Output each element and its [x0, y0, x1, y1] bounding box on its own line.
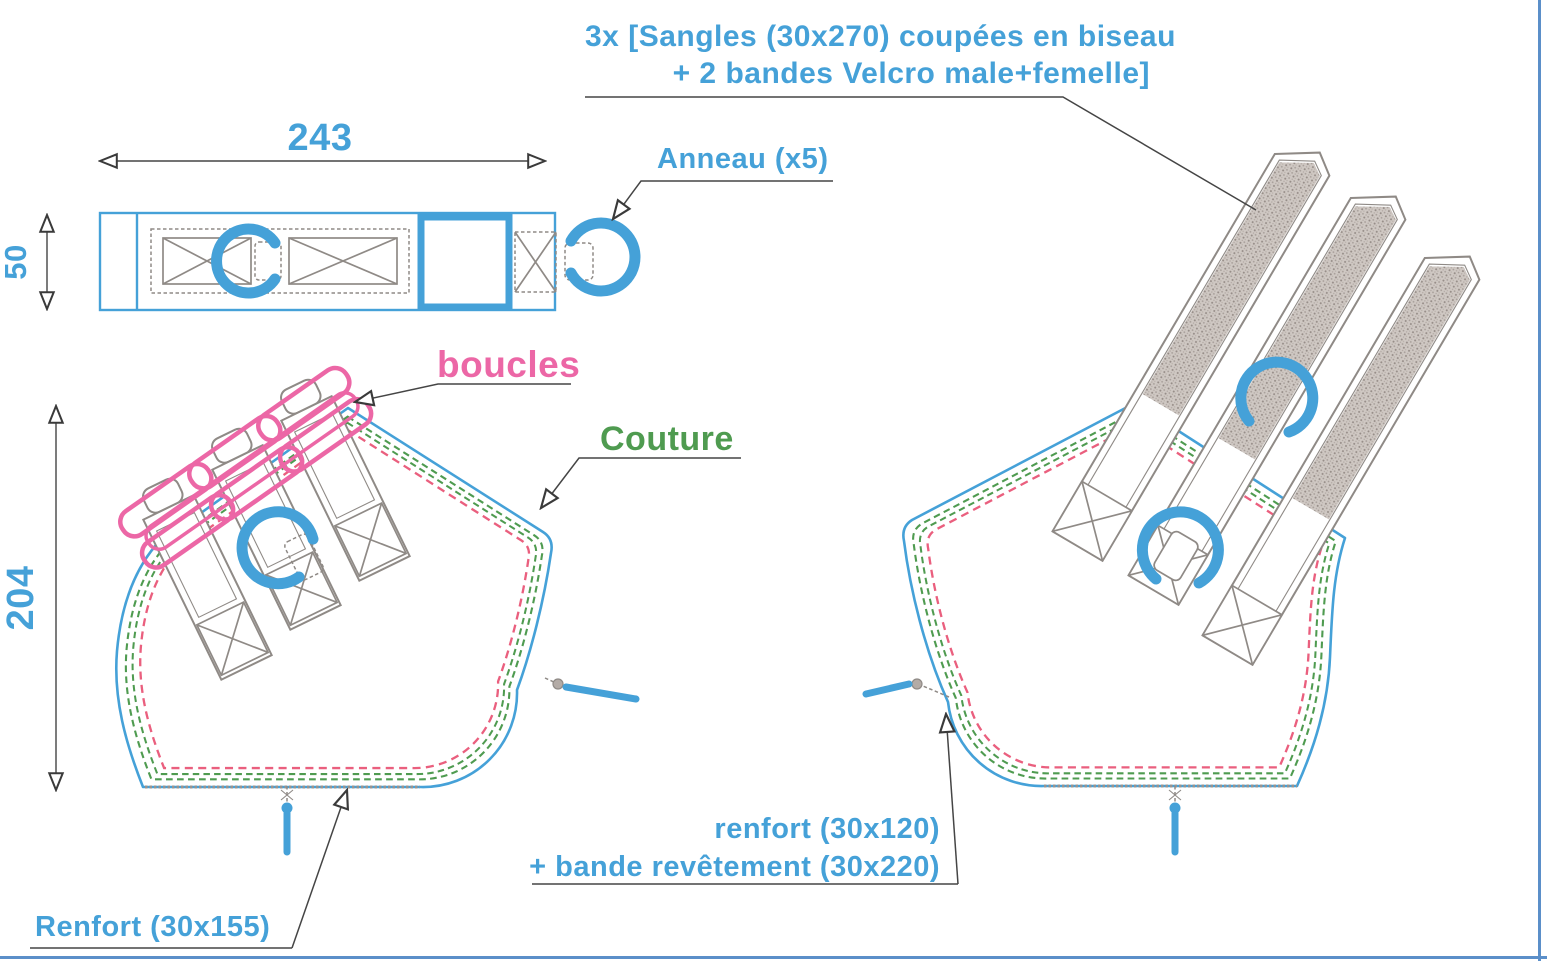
dimension-strap-width: 50 [0, 215, 47, 309]
leader-boucles [355, 383, 571, 402]
dimension-50-label: 50 [0, 244, 33, 279]
leader-renfort-left [291, 790, 347, 949]
leader-anneau [613, 180, 833, 219]
couture-text: Couture [600, 420, 734, 458]
bottom-pin [1168, 786, 1182, 856]
dimension-strap-length: 243 [100, 117, 545, 161]
renfort-right-line2: + bande revêtement (30x220) [529, 851, 940, 883]
side-pin [862, 678, 950, 698]
leader-sangles [585, 96, 1257, 211]
stitch-box [288, 237, 398, 285]
sangles-text-line1: 3x [Sangles (30x270) coupées en biseau [585, 20, 1176, 53]
label-sangles: 3x [Sangles (30x270) coupées en biseau +… [585, 20, 1257, 211]
stitch-zone [150, 228, 410, 294]
dimension-204-label: 204 [0, 566, 42, 631]
right-pattern-piece [862, 132, 1488, 856]
stitch-box [514, 231, 557, 293]
renfort-left-text: Renfort (30x155) [35, 911, 270, 943]
stitch-box [162, 237, 252, 285]
label-couture: Couture [541, 420, 741, 508]
annotations: 3x [Sangles (30x270) coupées en biseau +… [30, 20, 1257, 949]
anneau-ring [211, 223, 281, 299]
velcro-zone [417, 213, 513, 311]
left-pattern-piece: 204 [0, 363, 640, 856]
label-boucles: boucles [355, 344, 580, 402]
anneau-text: Anneau (x5) [657, 143, 828, 175]
label-renfort-right: renfort (30x120) + bande revêtement (30x… [529, 714, 959, 885]
bottom-pin [280, 786, 294, 856]
anneau-ring [565, 217, 641, 297]
ring-tab [1153, 530, 1199, 582]
anneau-ring [1235, 356, 1319, 438]
sangles-text-line2: + 2 bandes Velcro male+femelle] [673, 57, 1150, 90]
dimension-piece-height: 204 [0, 406, 56, 790]
strap-outline [98, 211, 557, 312]
ring-tab [284, 533, 324, 581]
dimension-243-label: 243 [288, 117, 353, 159]
side-pin [544, 677, 640, 703]
anneau-ring [236, 506, 319, 590]
renfort-right-line1: renfort (30x120) [714, 813, 940, 845]
label-anneau: Anneau (x5) [613, 143, 833, 219]
boucles-text: boucles [437, 344, 580, 385]
strap-flat-view: 243 50 [0, 117, 641, 312]
leader-renfort-right [946, 714, 959, 885]
anneau-ring [1136, 506, 1224, 589]
leader-couture [541, 457, 741, 508]
label-renfort-left: Renfort (30x155) [30, 790, 347, 949]
